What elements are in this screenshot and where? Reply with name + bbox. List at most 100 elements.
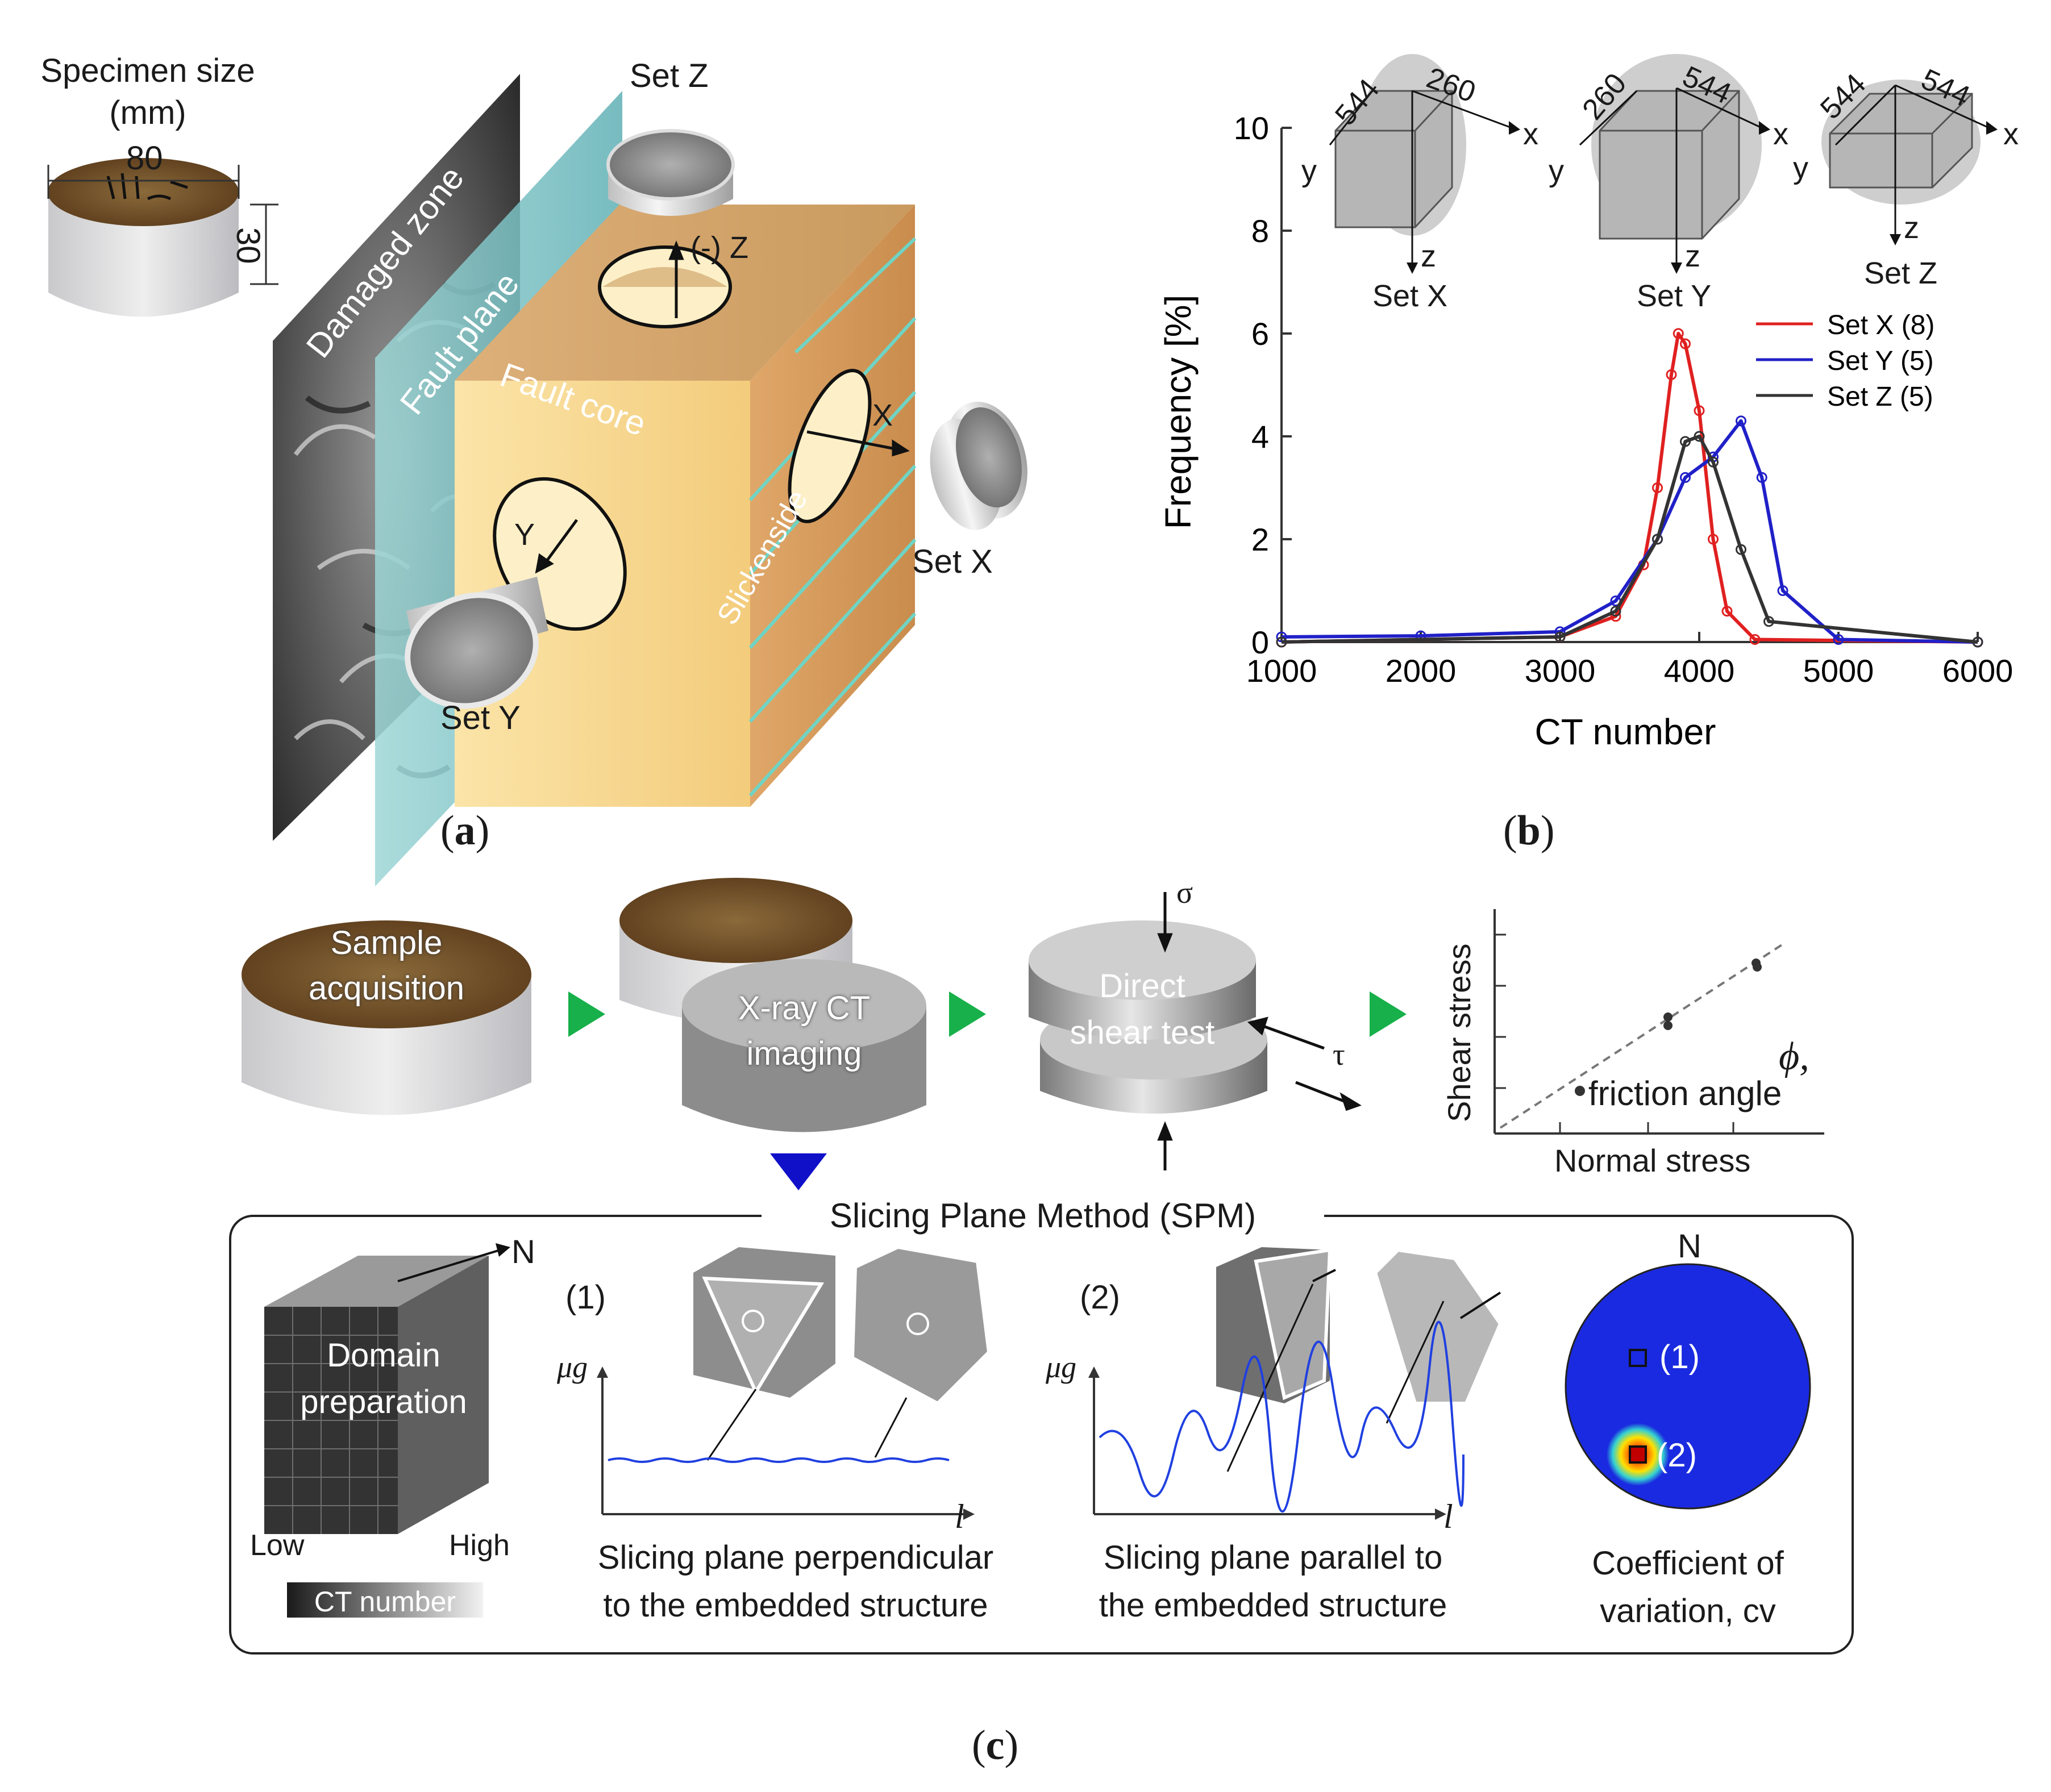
series-point-3 xyxy=(1972,636,1983,648)
series-line-2 xyxy=(1281,419,1978,644)
y-tick-label: 4 xyxy=(1251,419,1269,455)
cv-line2: variation, cv xyxy=(1600,1593,1776,1630)
y-tick-label: 2 xyxy=(1251,522,1269,557)
legend-label-set-x: Set X (8) xyxy=(1827,310,1934,340)
phi-label: ϕ, xyxy=(1779,1035,1809,1078)
inset-set-x xyxy=(1329,54,1520,274)
series-point-1 xyxy=(1708,534,1719,545)
series-point-3 xyxy=(1554,631,1566,643)
inset-set-y xyxy=(1579,54,1770,274)
flow-arrow-1 xyxy=(568,991,605,1037)
friction-line xyxy=(1499,942,1786,1129)
cv-line1: Coefficient of xyxy=(1592,1545,1784,1582)
chart-x-axis-title: CT number xyxy=(1535,711,1716,752)
series-point-1 xyxy=(1673,328,1684,339)
direct-shear-label: Direct shear test xyxy=(1029,963,1256,1056)
series-point-3 xyxy=(1680,436,1691,447)
chart-legend: Set X (8) Set Y (5) Set Z (5) xyxy=(1756,310,1934,412)
stereonet-n-label: N xyxy=(1678,1228,1701,1265)
inset-set-z xyxy=(1821,80,1998,245)
xray-ct-line2: imaging xyxy=(746,1035,862,1072)
domain-n-label: N xyxy=(511,1233,535,1270)
series-point-2 xyxy=(1833,634,1844,645)
sample-acquisition-label: Sample acquisition xyxy=(273,920,500,1011)
x-tick-label: 6000 xyxy=(1942,653,2013,689)
friction-angle-label: friction angle xyxy=(1588,1074,1782,1112)
flow-arrow-3 xyxy=(1370,991,1407,1037)
case1-label: (1) xyxy=(565,1279,606,1316)
legend-label-set-z: Set Z (5) xyxy=(1827,382,1933,412)
series-point-3 xyxy=(1763,616,1774,627)
panel-c-caption-letter: c xyxy=(985,1722,1005,1769)
series-line-3 xyxy=(1281,435,1978,644)
domain-cube xyxy=(264,1243,510,1534)
inset-set-z-axis-x: x xyxy=(2003,117,2019,151)
x-tick-label: 2000 xyxy=(1386,653,1457,689)
panel-a-caption-letter: a xyxy=(454,807,476,854)
ct-number-colorbar xyxy=(287,1582,483,1618)
parallel-line1: Slicing plane parallel to xyxy=(1103,1539,1443,1576)
y-tick-label: 6 xyxy=(1251,316,1269,352)
x-tick-label: 4000 xyxy=(1664,653,1735,689)
perpendicular-line2: to the embedded structure xyxy=(603,1587,988,1624)
series-point-2 xyxy=(1736,415,1746,427)
xray-ct-photo xyxy=(619,878,926,1132)
shear-disks xyxy=(1029,920,1267,1114)
inset-set-x-axis-y: y xyxy=(1301,154,1317,188)
set-y-label: Set Y xyxy=(440,699,521,736)
series-point-1 xyxy=(1694,405,1705,416)
sample-acquisition-line2: acquisition xyxy=(308,970,465,1007)
y-tick-label: 10 xyxy=(1234,110,1269,146)
inset-set-y-axis-x: x xyxy=(1773,117,1788,151)
series-point-3 xyxy=(1276,636,1287,648)
case1-l-label: l xyxy=(955,1498,964,1535)
specimen-size-label: Specimen size (mm) xyxy=(40,50,256,134)
case2-plot xyxy=(1088,1320,1465,1520)
xray-ct-label: X-ray CT imaging xyxy=(690,986,918,1077)
stereonet-case2-label: (2) xyxy=(1657,1437,1697,1474)
low-label: Low xyxy=(250,1529,305,1562)
x-tick-label: 3000 xyxy=(1525,653,1596,689)
inset-set-x-label: Set X xyxy=(1372,279,1448,313)
axis-arrows xyxy=(535,240,910,574)
series-point-1 xyxy=(1652,482,1663,493)
domain-prep-line2: preparation xyxy=(300,1383,467,1420)
series-point-1 xyxy=(1749,634,1761,645)
series-point-3 xyxy=(1694,431,1705,442)
direct-shear-line2: shear test xyxy=(1070,1014,1215,1051)
fault-core-cube xyxy=(455,205,917,807)
chart-y-axis-title: Frequency [%] xyxy=(1158,295,1199,530)
normal-stress-axis-label: Normal stress xyxy=(1554,1143,1751,1178)
case2-label: (2) xyxy=(1080,1279,1120,1316)
set-x-label: Set X xyxy=(912,543,993,580)
flow-arrow-2 xyxy=(949,991,986,1037)
domain-prep-label: Domain preparation xyxy=(270,1332,497,1426)
parallel-line2: the embedded structure xyxy=(1099,1587,1447,1624)
series-point-2 xyxy=(1756,472,1767,483)
y-tick-label: 8 xyxy=(1251,213,1269,249)
case2-mu-label: μg xyxy=(1046,1350,1077,1384)
panel-a-caption: (a) xyxy=(440,807,490,854)
inset-set-y-axis-z: z xyxy=(1685,239,1700,273)
series-point-3 xyxy=(1652,534,1663,545)
spm-title: Slicing Plane Method (SPM) xyxy=(829,1197,1257,1235)
panel-c-caption: (c) xyxy=(972,1722,1019,1769)
sigma-label: σ xyxy=(1176,876,1193,910)
series-point-1 xyxy=(1721,606,1733,617)
cv-caption: Coefficient of variation, cv xyxy=(1557,1540,1819,1635)
stereonet-case1-label: (1) xyxy=(1659,1339,1700,1376)
panel-b-caption-letter: b xyxy=(1517,807,1541,854)
inset-set-z-axis-z: z xyxy=(1904,211,1919,245)
axis-z-label: (-) Z xyxy=(690,231,748,265)
dimension-lines xyxy=(47,165,278,285)
set-z-cylinder xyxy=(606,129,735,216)
inset-set-x-axis-z: z xyxy=(1421,239,1436,273)
series-point-1 xyxy=(1680,338,1691,349)
specimen-size-line1: Specimen size xyxy=(40,52,255,89)
set-x-cylinder xyxy=(930,401,1027,530)
stereonet xyxy=(1565,1263,1811,1510)
tau-label: τ xyxy=(1333,1037,1345,1072)
